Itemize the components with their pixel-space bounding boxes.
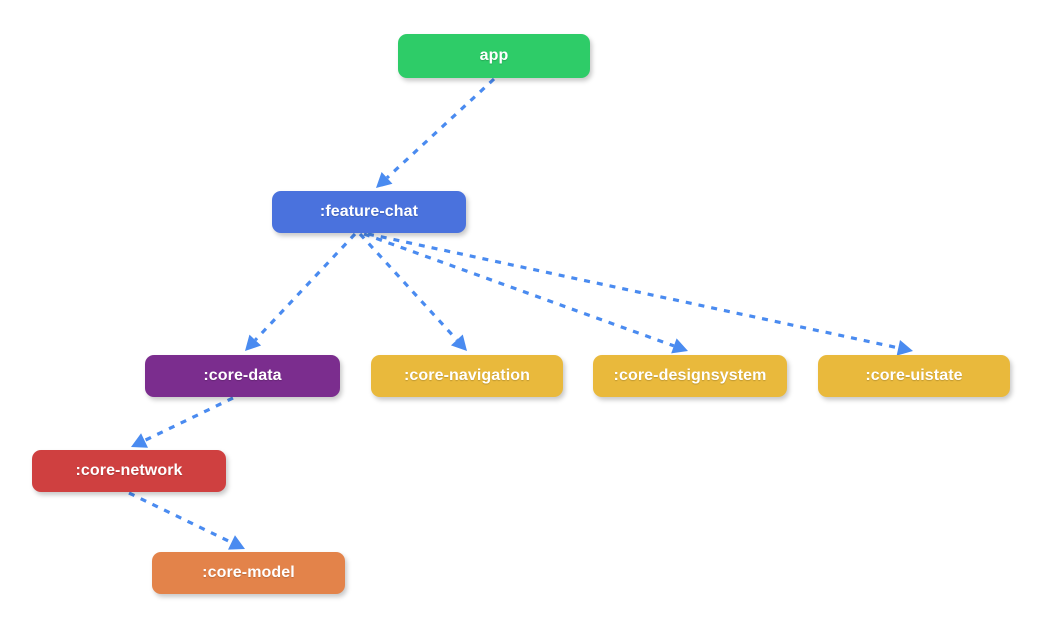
graph-node-core-data[interactable]: :core-data	[145, 355, 340, 397]
graph-edge-core-data-to-core-network	[131, 396, 234, 448]
graph-node-core-network[interactable]: :core-network	[32, 450, 226, 492]
graph-edge-feature-chat-to-core-navigation	[358, 232, 467, 351]
edge-line	[128, 491, 233, 544]
graph-edge-feature-chat-to-core-data	[245, 232, 357, 351]
edge-line	[363, 232, 675, 348]
graph-node-label: app	[479, 47, 509, 64]
edge-line	[385, 77, 496, 179]
graph-node-core-navigation[interactable]: :core-navigation	[371, 355, 563, 397]
graph-node-label: :core-designsystem	[613, 367, 767, 384]
graph-node-app[interactable]: app	[398, 34, 590, 78]
edge-arrowhead-icon	[228, 535, 245, 550]
graph-node-label: :core-model	[202, 564, 295, 581]
graph-node-core-uistate[interactable]: :core-uistate	[818, 355, 1010, 397]
graph-edge-core-network-to-core-model	[128, 491, 245, 550]
edge-arrowhead-icon	[671, 338, 688, 354]
graph-edge-feature-chat-to-core-designsystem	[363, 232, 688, 354]
graph-edge-app-to-feature-chat	[376, 77, 496, 188]
edge-line	[367, 232, 899, 350]
edge-line	[143, 396, 234, 442]
edge-arrowhead-icon	[245, 334, 262, 351]
graph-node-label: :feature-chat	[319, 203, 419, 220]
edge-arrowhead-icon	[131, 433, 148, 448]
edge-arrowhead-icon	[896, 340, 913, 356]
graph-node-core-model[interactable]: :core-model	[152, 552, 345, 594]
edge-line	[254, 232, 357, 342]
edge-arrowhead-icon	[450, 334, 467, 351]
graph-node-feature-chat[interactable]: :feature-chat	[272, 191, 466, 233]
graph-node-label: :core-navigation	[403, 367, 531, 384]
graph-edge-feature-chat-to-core-uistate	[367, 232, 913, 356]
graph-node-label: :core-network	[75, 462, 183, 479]
edge-line	[358, 232, 459, 342]
edge-arrowhead-icon	[376, 171, 393, 188]
graph-node-core-designsystem[interactable]: :core-designsystem	[593, 355, 787, 397]
graph-node-label: :core-uistate	[865, 367, 963, 384]
graph-node-label: :core-data	[203, 367, 282, 384]
